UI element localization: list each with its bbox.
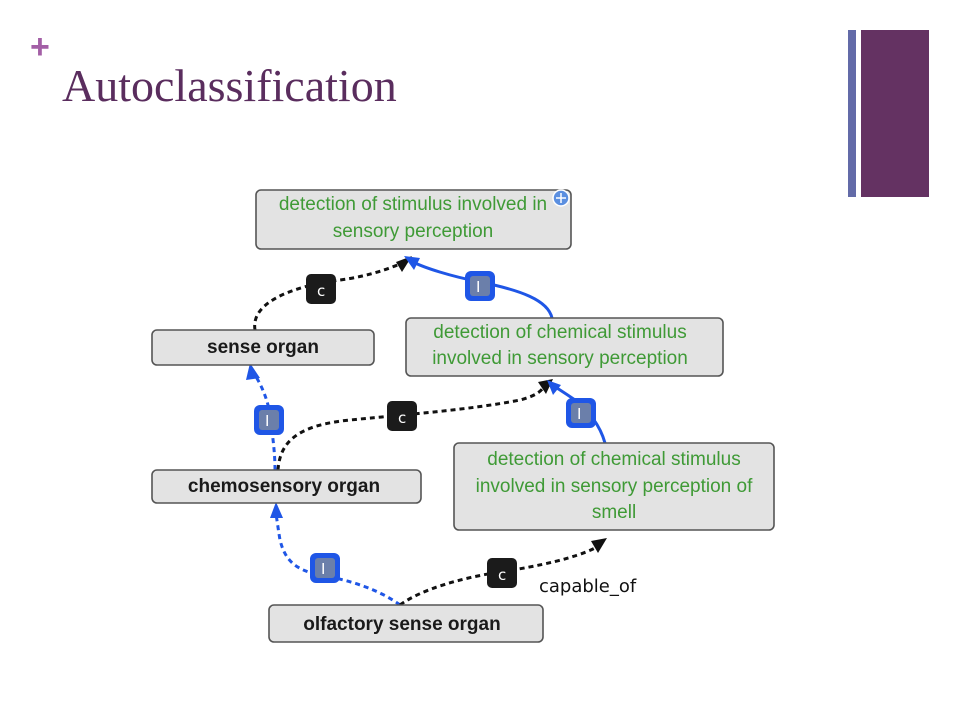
slide-title: Autoclassification	[62, 60, 397, 111]
node-label-line: sensory perception	[333, 221, 494, 242]
capable-of-label: capable_of	[539, 576, 637, 597]
svg-text:I: I	[321, 560, 325, 578]
svg-text:c: c	[317, 282, 325, 300]
edge-olfactory-to-chemosensory	[270, 502, 401, 607]
plus-glyph	[556, 193, 566, 203]
decorative-bar-thick	[861, 30, 929, 197]
svg-text:I: I	[476, 278, 480, 296]
svg-text:I: I	[265, 412, 269, 430]
node-label-line: olfactory sense organ	[303, 614, 500, 635]
node-sense-organ: sense organ	[151, 329, 375, 366]
capable-of-badge-2: c	[387, 401, 417, 431]
node-detection-smell: detection of chemical stimulus involved …	[453, 442, 775, 531]
node-label-line: sense organ	[207, 337, 319, 358]
svg-text:c: c	[398, 409, 406, 427]
plus-icon: +	[30, 28, 50, 66]
node-label-line: involved in sensory perception of	[476, 476, 753, 497]
is-a-badge-4: I	[310, 553, 340, 583]
is-a-badge-1: I	[465, 271, 495, 301]
decorative-bar-thin	[848, 30, 856, 197]
edge-olfactory-to-detection-smell	[399, 538, 607, 607]
node-detection-chemical: detection of chemical stimulus involved …	[405, 317, 724, 377]
capable-of-badge-3: c	[487, 558, 517, 588]
svg-text:c: c	[498, 566, 506, 584]
node-label-line: detection of stimulus involved in	[279, 194, 547, 215]
is-a-badge-3: I	[566, 398, 596, 428]
node-olfactory-sense-organ: olfactory sense organ	[268, 604, 544, 643]
svg-text:I: I	[577, 405, 581, 423]
capable-of-badge-1: c	[306, 274, 336, 304]
node-chemosensory-organ: chemosensory organ	[151, 469, 422, 504]
node-label-line: detection of chemical stimulus	[433, 322, 686, 343]
node-label-line: involved in sensory perception	[432, 348, 688, 369]
is-a-badge-2: I	[254, 405, 284, 435]
node-detection-sensory: detection of stimulus involved in sensor…	[255, 189, 572, 250]
node-label-line: chemosensory organ	[188, 476, 380, 497]
node-label-line: detection of chemical stimulus	[487, 449, 740, 470]
node-label-line: smell	[592, 502, 636, 523]
